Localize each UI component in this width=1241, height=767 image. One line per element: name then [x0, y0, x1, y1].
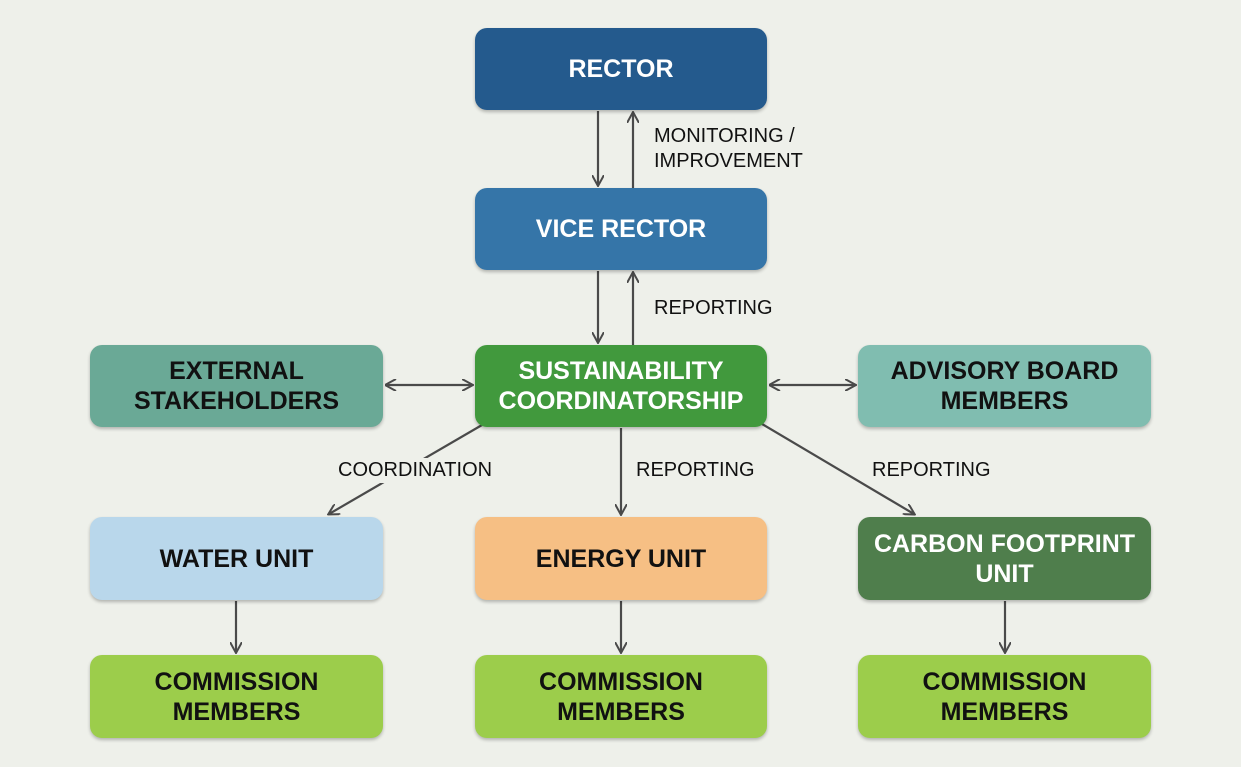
node-water-unit: WATER UNIT [90, 517, 383, 600]
node-commission-energy: COMMISSION MEMBERS [475, 655, 767, 738]
label-reporting-vice: REPORTING [654, 297, 773, 319]
node-energy-unit: ENERGY UNIT [475, 517, 767, 600]
node-advisory-board: ADVISORY BOARD MEMBERS [858, 345, 1151, 427]
label-coordination: COORDINATION [336, 458, 495, 483]
label-monitoring-improvement: MONITORING / IMPROVEMENT [654, 125, 803, 172]
node-commission-carbon: COMMISSION MEMBERS [858, 655, 1151, 738]
node-external-stakeholders: EXTERNAL STAKEHOLDERS [90, 345, 383, 427]
node-rector: RECTOR [475, 28, 767, 110]
node-sustainability-coordinatorship: SUSTAINABILITY COORDINATORSHIP [475, 345, 767, 427]
arrow-coord-to-carbon [761, 423, 914, 514]
node-commission-water: COMMISSION MEMBERS [90, 655, 383, 738]
label-reporting-energy: REPORTING [636, 459, 755, 481]
node-carbon-footprint-unit: CARBON FOOTPRINT UNIT [858, 517, 1151, 600]
node-vice-rector: VICE RECTOR [475, 188, 767, 270]
label-reporting-carbon: REPORTING [872, 459, 991, 481]
